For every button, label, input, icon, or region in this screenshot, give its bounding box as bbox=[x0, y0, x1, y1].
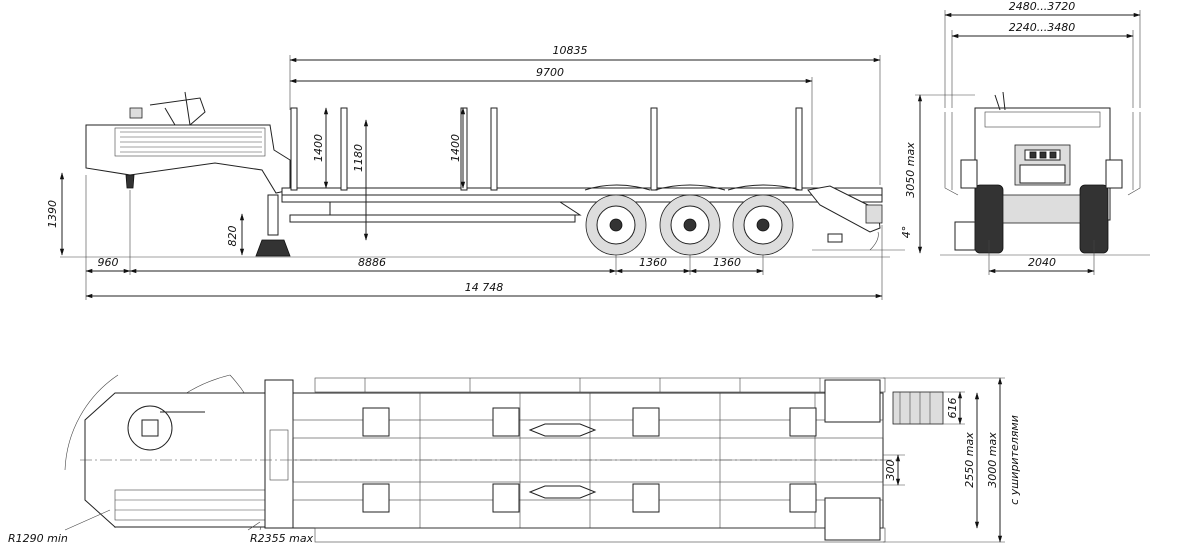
dim-ramp-angle: 4° bbox=[900, 226, 913, 239]
dim-gap: 300 bbox=[884, 460, 897, 481]
gooseneck-body bbox=[85, 124, 291, 194]
dim-width-ext-note: с уширителями bbox=[1008, 415, 1021, 505]
dim-total-deck: 10835 bbox=[553, 44, 588, 57]
dim-fifth-wheel: 1390 bbox=[46, 200, 59, 228]
dim-deck: 9700 bbox=[536, 66, 564, 79]
bolsters bbox=[362, 407, 817, 513]
crane-boom bbox=[149, 91, 206, 126]
dim-radius-min: R1290 min bbox=[8, 532, 68, 545]
dim-axle1: 1360 bbox=[639, 256, 667, 269]
dim-width-inner: 2240...3480 bbox=[1009, 21, 1075, 34]
dim-stake-h1: 1400 bbox=[312, 134, 325, 162]
dim-overall-length: 14 748 bbox=[465, 281, 504, 294]
dim-axle2: 1360 bbox=[713, 256, 741, 269]
deck-top bbox=[292, 392, 884, 529]
dim-radius-max: R2355 max bbox=[250, 532, 314, 545]
dim-stake-h2: 1180 bbox=[352, 144, 365, 172]
wheel-2 bbox=[659, 194, 721, 256]
stakes bbox=[290, 107, 803, 191]
side-dimensions bbox=[59, 55, 905, 300]
dim-wheelbase: 8886 bbox=[358, 256, 386, 269]
rear-ramp bbox=[807, 185, 881, 233]
dim-width-ext: 3000 max bbox=[986, 432, 999, 488]
dim-stake-h3: 1400 bbox=[449, 134, 462, 162]
dim-width-outer: 2480...3720 bbox=[1009, 0, 1075, 13]
top-view: R1290 min R2355 max 616 300 2550 max 300… bbox=[8, 374, 1021, 545]
dim-width-max: 2550 max bbox=[963, 432, 976, 488]
landing-leg bbox=[267, 194, 279, 236]
wheel-3 bbox=[732, 194, 794, 256]
dim-light-width: 616 bbox=[946, 398, 959, 419]
dim-track: 2040 bbox=[1028, 256, 1056, 269]
side-view: 10835 9700 1400 1180 1400 1390 820 960 8… bbox=[46, 44, 913, 300]
rear-view: 2480...3720 2240...3480 3050 max 2040 bbox=[904, 0, 1150, 275]
dim-leg: 820 bbox=[226, 226, 239, 247]
rear-light bbox=[892, 391, 944, 425]
wheel-1 bbox=[585, 194, 647, 256]
wheel-group-side bbox=[584, 184, 801, 256]
dim-front-overhang: 960 bbox=[98, 256, 119, 269]
dim-height-max: 3050 max bbox=[904, 142, 917, 198]
